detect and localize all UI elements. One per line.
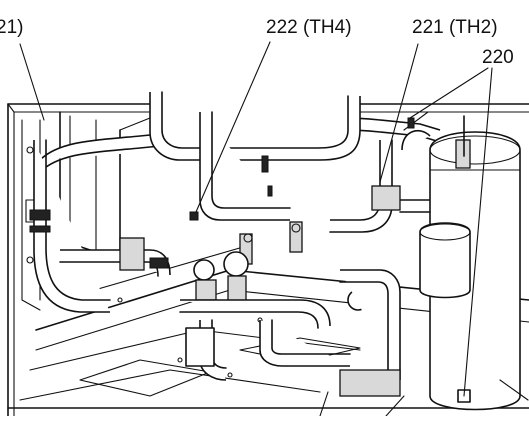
compressor-pipes <box>329 111 431 233</box>
callout-th4: 222 (TH4) <box>266 17 352 38</box>
callout-leaders <box>19 41 493 417</box>
valve-cluster <box>179 155 401 397</box>
callout-th1-part: 21) <box>0 17 24 38</box>
callout-220: 220 <box>482 47 514 68</box>
upper-pipe-loop <box>39 91 441 221</box>
compressor <box>419 115 529 411</box>
left-pipe-run <box>29 139 111 313</box>
callout-th2: 221 (TH2) <box>412 17 498 38</box>
middle-pipe <box>59 237 171 277</box>
